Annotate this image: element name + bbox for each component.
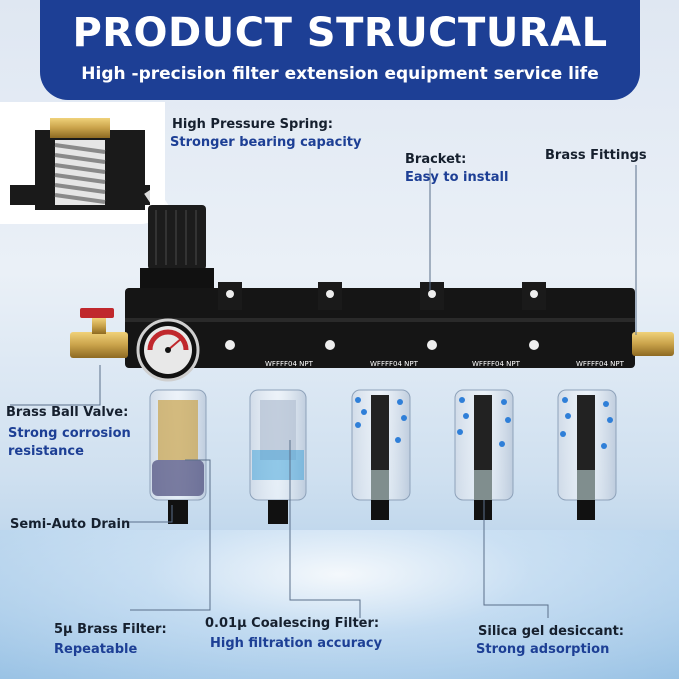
- brass-filter-callout-title: 5μ Brass Filter:: [54, 622, 167, 637]
- fittings-callout-title: Brass Fittings: [545, 148, 647, 163]
- bracket-callout-desc: Easy to install: [405, 170, 509, 185]
- filter-bowl-brass: [149, 389, 207, 524]
- brass-ball-valve: [70, 308, 128, 358]
- coalescing-callout-title: 0.01μ Coalescing Filter:: [205, 616, 380, 631]
- filter-bowl-desiccant-1: [351, 389, 411, 520]
- filter-bowl-coalescing: [249, 389, 307, 524]
- ball-valve-callout-desc-1: Strong corrosion: [8, 426, 131, 441]
- unit-label-4: WFFFF04 NPT: [576, 360, 624, 368]
- unit-label-3: WFFFF04 NPT: [472, 360, 520, 368]
- page-title: PRODUCT STRUCTURAL: [72, 10, 608, 56]
- page-subtitle: High -precision filter extension equipme…: [81, 64, 599, 84]
- callout-lines: [10, 165, 637, 618]
- ball-valve-callout-title: Brass Ball Valve:: [6, 405, 129, 420]
- pressure-gauge: [136, 318, 200, 382]
- silica-callout-desc: Strong adsorption: [476, 642, 610, 657]
- regulator-knob: [140, 205, 214, 290]
- filter-bowl-desiccant-3: [557, 389, 617, 520]
- coalescing-callout-desc: High filtration accuracy: [210, 636, 383, 651]
- unit-label-1: WFFFF04 NPT: [265, 360, 313, 368]
- bracket-callout-title: Bracket:: [405, 152, 467, 167]
- spring-callout-title: High Pressure Spring:: [172, 117, 333, 132]
- silica-callout-title: Silica gel desiccant:: [478, 624, 625, 639]
- water-splash-background: [0, 530, 679, 679]
- spring-callout-desc: Stronger bearing capacity: [170, 135, 362, 150]
- silica-beads: [355, 397, 613, 449]
- manifold-body: [125, 288, 635, 368]
- drain-callout-title: Semi-Auto Drain: [10, 517, 131, 532]
- ball-valve-callout-desc-2: resistance: [8, 444, 84, 459]
- spring-detail-drawing: [10, 118, 196, 254]
- brass-filter-callout-desc: Repeatable: [54, 642, 138, 657]
- unit-label-2: WFFFF04 NPT: [370, 360, 418, 368]
- title-banner: PRODUCT STRUCTURAL High -precision filte…: [40, 0, 640, 100]
- filter-bowl-desiccant-2: [454, 389, 514, 520]
- brass-outlet-fitting: [632, 332, 674, 356]
